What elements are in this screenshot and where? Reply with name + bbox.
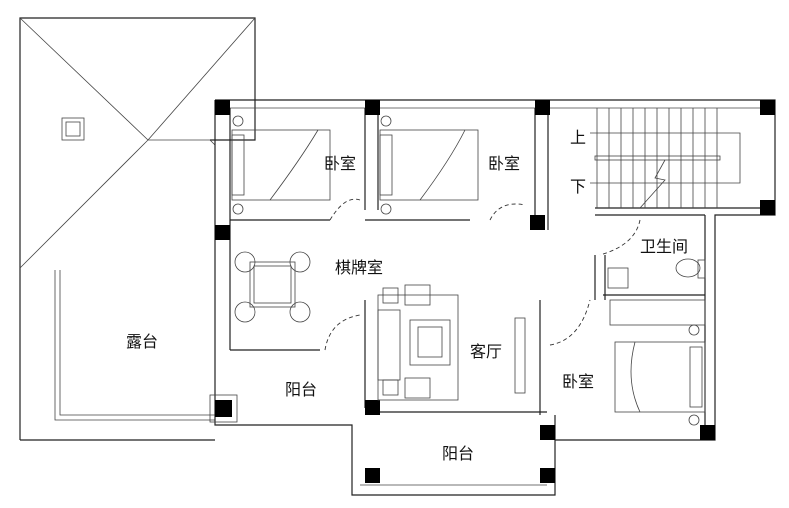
room-label-balcony-left: 阳台 [285,380,318,399]
room-label-bedroom-3: 卧室 [562,372,595,391]
room-label-mahjong-room: 棋牌室 [335,258,384,277]
terrace-railing [20,270,215,441]
walls [214,99,776,496]
stairs-up-label: 上 [570,128,587,147]
stairs-down-label: 下 [570,177,587,196]
bathroom-fixtures [607,258,706,289]
bed-bedroom-1 [231,115,331,215]
room-label-balcony-bottom: 阳台 [442,444,475,463]
room-label-bedroom-1: 卧室 [324,154,357,173]
room-label-bedroom-2: 卧室 [488,154,521,173]
roof [19,17,256,440]
staircase[interactable] [590,108,741,209]
bed-bedroom-2 [379,115,479,215]
sofa-set [377,284,526,401]
door-swings [324,198,641,351]
mahjong-table [234,251,311,323]
columns [209,100,775,483]
room-label-terrace: 露台 [126,332,159,351]
room-label-living-room: 客厅 [470,342,503,361]
room-label-bathroom: 卫生间 [640,237,689,256]
bed-bedroom-3 [614,324,706,426]
